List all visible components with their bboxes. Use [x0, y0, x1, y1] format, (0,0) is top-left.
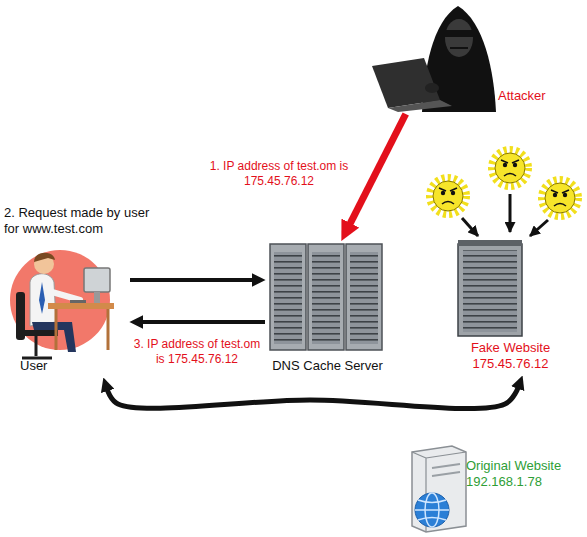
node-label: Original Website 192.168.1.78	[466, 458, 578, 489]
connector-arrow	[142, 320, 265, 324]
node-label: Attacker	[498, 88, 546, 104]
edge-label: 2. Request made by user for www.test.com	[2, 204, 170, 239]
edge-label: 3. IP address of test.om is 175.45.76.12	[126, 336, 268, 368]
connector-arrow	[107, 387, 518, 408]
fake-website-node: Fake Website 175.45.76.12	[455, 228, 561, 378]
virus-icons	[430, 150, 578, 236]
connector-arrow	[349, 114, 405, 225]
user-node: User	[5, 250, 130, 380]
dns-server-racks	[270, 244, 382, 350]
dns-server-node: DNS Cache Server	[265, 240, 393, 380]
original-website-node: Original Website 192.168.1.78	[400, 440, 581, 532]
node-label: User	[20, 358, 47, 374]
fake-server	[458, 240, 522, 336]
node-label: Fake Website 175.45.76.12	[463, 340, 558, 371]
connector-arrow	[130, 278, 253, 282]
attacker-figure	[372, 6, 496, 112]
attacker-node: Attacker	[370, 2, 549, 114]
original-server	[412, 446, 466, 532]
edge-label: 1. IP address of test.om is 175.45.76.12	[200, 158, 358, 190]
user-figure	[10, 250, 114, 358]
node-label: DNS Cache Server	[265, 358, 390, 374]
